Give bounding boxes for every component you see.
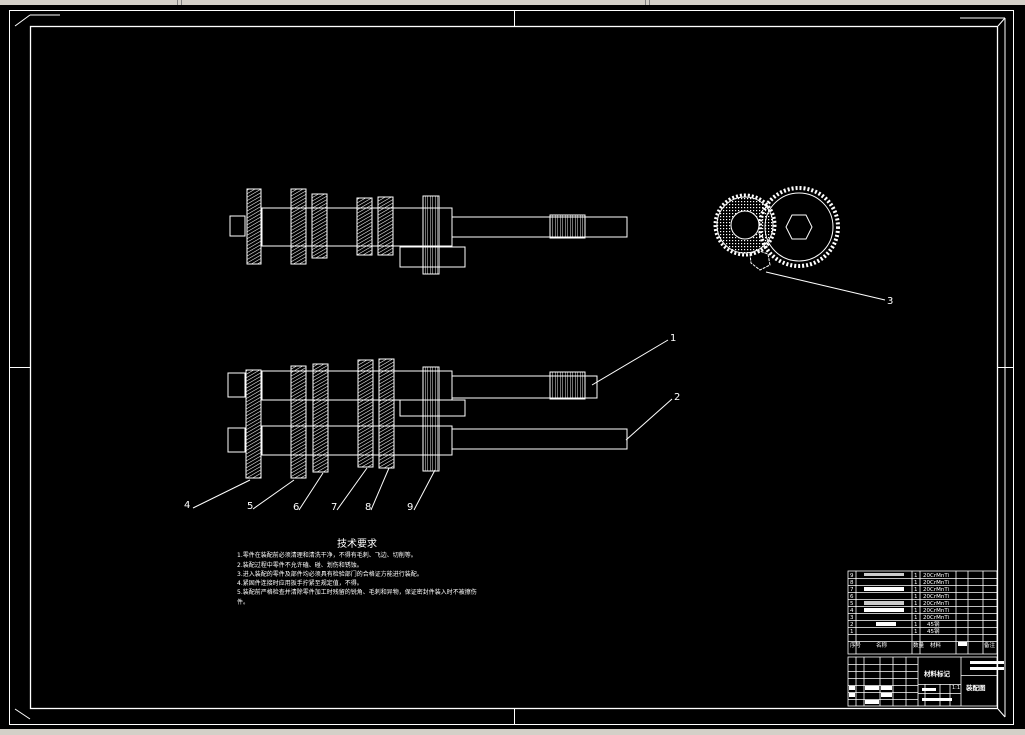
part-qty: 1 xyxy=(914,573,918,579)
title-block xyxy=(847,656,998,707)
header-material: 材料 xyxy=(930,641,942,649)
title-block-fills xyxy=(849,661,1004,704)
title-block-design: 材料标记 xyxy=(923,669,951,678)
part-qty: 1 xyxy=(914,622,918,628)
part-no: 2 xyxy=(850,622,854,628)
drawing-frame xyxy=(9,10,1014,725)
part-no: 9 xyxy=(850,573,854,579)
title-block-drawing-name: 装配图 xyxy=(965,683,986,692)
part-no: 3 xyxy=(850,615,854,621)
expanded-view-shafts xyxy=(227,358,628,479)
part-material: 45钢 xyxy=(927,620,940,628)
cad-toolbar-strip xyxy=(0,0,1025,5)
part-qty: 1 xyxy=(914,615,918,621)
parts-list-table xyxy=(847,570,998,655)
part-material: 20CrMnTi xyxy=(923,580,950,586)
part-material: 45钢 xyxy=(927,627,940,635)
tech-req-item: 件。 xyxy=(237,598,250,606)
gear-side-view xyxy=(713,186,840,271)
tech-req-item: 3.进入装配的零件及部件均必须具有检验部门的合格证方能进行装配。 xyxy=(237,570,423,578)
balloon-9: 9 xyxy=(407,502,413,513)
part-material: 20CrMnTi xyxy=(923,573,950,579)
header-qty: 数量 xyxy=(913,641,925,649)
part-qty: 1 xyxy=(914,594,918,600)
balloon-8: 8 xyxy=(365,502,371,513)
part-material: 20CrMnTi xyxy=(923,594,950,600)
tech-req-item: 2.装配过程中零件不允许磕、碰、划伤和锈蚀。 xyxy=(237,561,363,569)
technical-requirements: 技术要求 1.零件在装配前必须清理和清洗干净，不得有毛刺、飞边、切削等。 2.装… xyxy=(237,539,537,607)
header-name: 名称 xyxy=(876,641,888,649)
tech-req-item: 1.零件在装配前必须清理和清洗干净，不得有毛刺、飞边、切削等。 xyxy=(237,552,417,560)
part-material: 20CrMnTi xyxy=(923,587,950,593)
part-no: 4 xyxy=(850,608,854,614)
leader-lines xyxy=(192,271,886,511)
part-no: 7 xyxy=(850,587,854,593)
part-qty: 1 xyxy=(914,601,918,607)
parts-list-filled-names xyxy=(864,573,967,646)
balloon-4: 4 xyxy=(184,500,190,511)
assembly-drawing: 1 2 3 4 5 6 7 8 9 9 8 7 6 5 4 3 2 1 20Cr… xyxy=(9,10,1014,725)
part-no: 6 xyxy=(850,594,854,600)
balloon-numbers: 1 2 3 4 5 6 7 8 9 xyxy=(184,296,893,513)
tech-req-title: 技术要求 xyxy=(337,539,377,550)
balloon-6: 6 xyxy=(293,502,299,513)
part-material: 20CrMnTi xyxy=(923,615,950,621)
header-note: 备注 xyxy=(984,641,996,649)
part-qty: 1 xyxy=(914,608,918,614)
balloon-1: 1 xyxy=(670,333,676,344)
title-block-scale: 1:1 xyxy=(952,685,960,691)
balloon-2: 2 xyxy=(674,392,680,403)
header-no: 序号 xyxy=(850,641,862,649)
part-no: 1 xyxy=(850,629,854,635)
part-no: 8 xyxy=(850,580,854,586)
tech-req-item: 5.装配前严格检查并清除零件加工时残留的锐角、毛刺和异物，保证密封件装入时不被擦… xyxy=(237,589,477,597)
front-view-shaft xyxy=(229,188,628,275)
part-qty: 1 xyxy=(914,587,918,593)
balloon-5: 5 xyxy=(247,501,253,512)
part-material: 20CrMnTi xyxy=(923,601,950,607)
tech-req-item: 4.紧固件连接时应用扳手拧紧至规定值，不得。 xyxy=(237,580,363,588)
cad-status-strip xyxy=(0,729,1025,735)
part-qty: 1 xyxy=(914,629,918,635)
part-no: 5 xyxy=(850,601,854,607)
balloon-7: 7 xyxy=(331,502,337,513)
part-qty: 1 xyxy=(914,580,918,586)
part-material: 20CrMnTi xyxy=(923,608,950,614)
balloon-3: 3 xyxy=(887,296,893,307)
parts-list-rows: 9 8 7 6 5 4 3 2 1 20CrMnTi 20CrMnTi 20Cr… xyxy=(850,573,996,649)
